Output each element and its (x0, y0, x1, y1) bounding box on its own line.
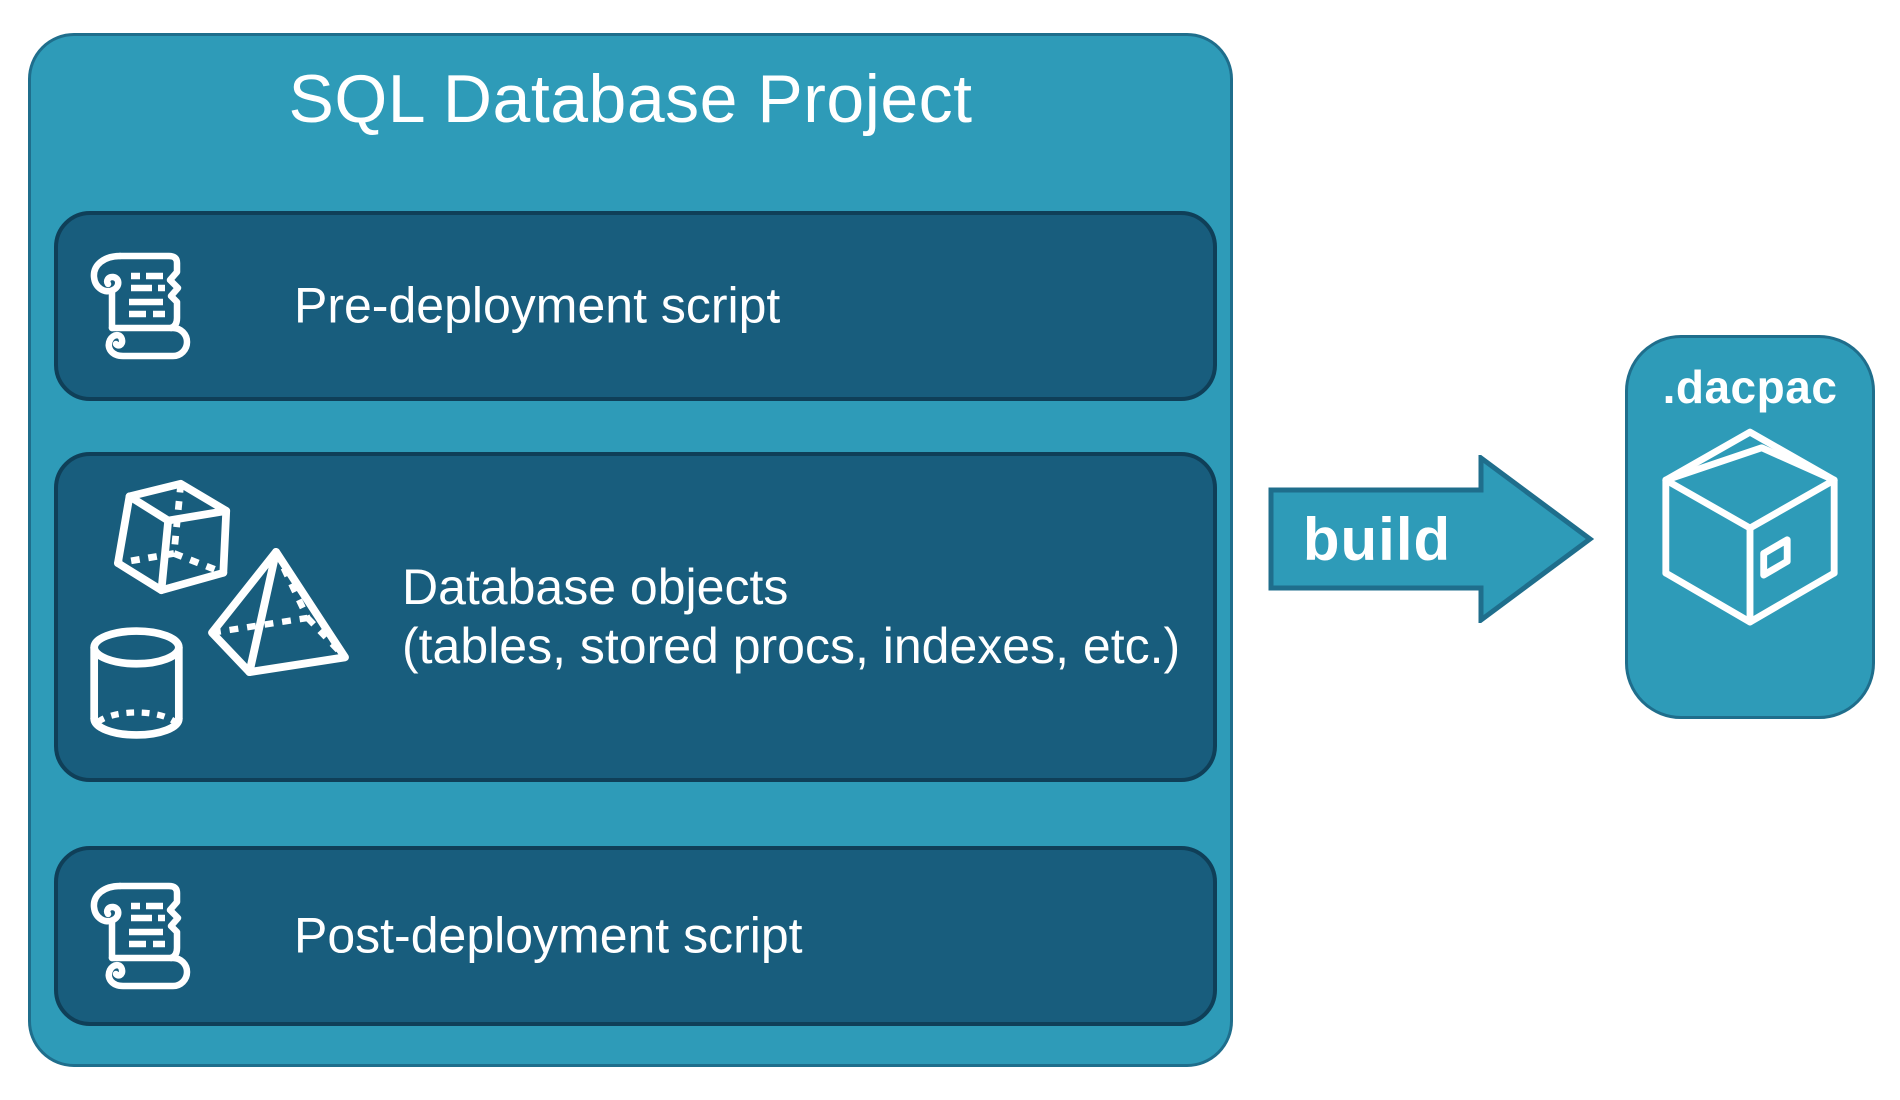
dacpac-label: .dacpac (1662, 361, 1838, 413)
panel-label: Database objects (tables, stored procs, … (402, 558, 1180, 676)
panel-label-sub: (tables, stored procs, indexes, etc.) (402, 618, 1181, 674)
cube-icon (114, 478, 234, 596)
package-icon (1658, 424, 1842, 636)
build-arrow: build (1268, 455, 1594, 623)
database-objects-panel: Database objects (tables, stored procs, … (54, 452, 1217, 782)
project-title: SQL Database Project (288, 61, 973, 137)
sql-database-project-container: SQL Database Project Pre-deployment scri… (28, 33, 1233, 1067)
pyramid-icon (208, 548, 349, 678)
panel-label: Post-deployment script (294, 907, 803, 964)
pre-deployment-panel: Pre-deployment script (54, 211, 1217, 401)
dacpac-card: .dacpac (1625, 335, 1875, 719)
cylinder-icon (86, 626, 187, 740)
panel-label: Pre-deployment script (294, 277, 781, 334)
post-deployment-panel: Post-deployment script (54, 846, 1217, 1026)
build-label: build (1302, 505, 1452, 573)
scroll-icon (85, 250, 199, 362)
panel-label-main: Database objects (402, 559, 789, 615)
scroll-icon (85, 880, 199, 992)
